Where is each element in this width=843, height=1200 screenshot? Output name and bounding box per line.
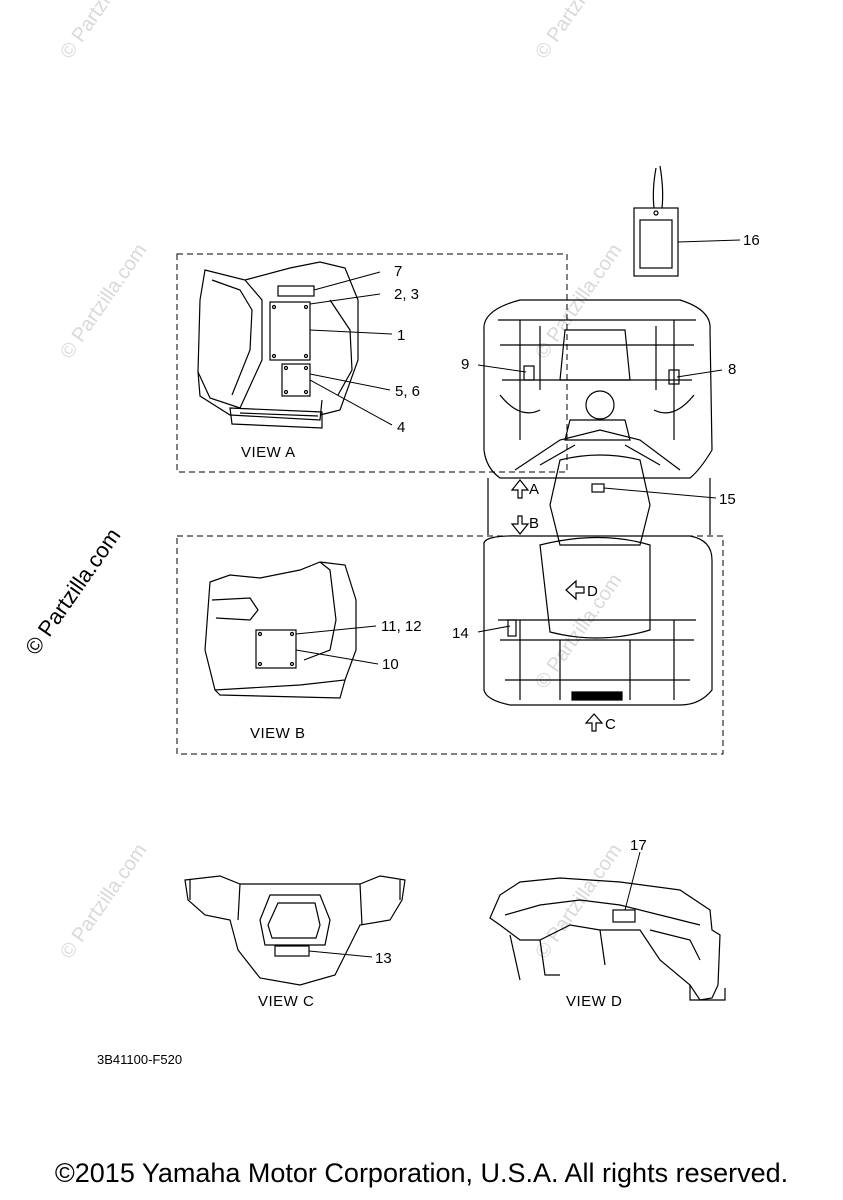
- arrow-letters: A B C D: [529, 481, 616, 733]
- callout-11-12: 11, 12: [381, 618, 422, 635]
- callout-7: 7: [394, 263, 402, 280]
- part-callouts: 7 2, 3 1 5, 6 4 9 8 16 15 11, 12 10 14 1…: [375, 232, 760, 967]
- watermark-text: © Partzilla.com: [56, 0, 151, 63]
- view-c-drawing: [184, 875, 406, 986]
- main-leaders: [477, 239, 741, 633]
- callout-5-6: 5, 6: [395, 383, 420, 400]
- view-c-leaders: [308, 950, 373, 958]
- view-b-frame: [176, 535, 724, 755]
- arrow-label-d: D: [587, 583, 598, 600]
- view-d-title: VIEW D: [566, 993, 622, 1010]
- watermark-text: © Partzilla.com: [531, 840, 626, 963]
- watermark-text: © Partzilla.com: [531, 0, 626, 63]
- arrow-label-a: A: [529, 481, 539, 498]
- callout-2-3: 2, 3: [394, 286, 419, 303]
- callout-14: 14: [452, 625, 469, 642]
- view-a-drawing: [197, 261, 359, 429]
- arrow-b-icon: [510, 515, 530, 535]
- view-b-leaders: [295, 625, 379, 665]
- watermark-text: © Partzilla.com: [56, 840, 151, 963]
- callout-8: 8: [728, 361, 736, 378]
- arrow-c-icon: [584, 713, 604, 732]
- callout-9: 9: [461, 356, 469, 373]
- drawing-code: 3B41100-F520: [97, 1052, 182, 1067]
- callout-15: 15: [719, 491, 736, 508]
- view-b-title: VIEW B: [250, 725, 306, 742]
- arrow-label-c: C: [605, 716, 616, 733]
- view-b-drawing: [204, 561, 357, 699]
- callout-1: 1: [397, 327, 405, 344]
- hang-tag-drawing: [633, 165, 679, 277]
- view-a-frame: [176, 253, 568, 473]
- arrow-d-icon: [565, 579, 585, 601]
- view-c-title: VIEW C: [258, 993, 314, 1010]
- callout-17: 17: [630, 837, 647, 854]
- copyright-notice: ©2015 Yamaha Motor Corporation, U.S.A. A…: [54, 1158, 789, 1188]
- atv-top-view: [483, 299, 713, 706]
- view-d-drawing: [489, 877, 726, 1001]
- arrow-label-b: B: [529, 515, 539, 532]
- callout-10: 10: [382, 656, 399, 673]
- arrow-a-icon: [510, 479, 530, 499]
- callout-16: 16: [743, 232, 760, 249]
- watermark-text: © Partzilla.com: [56, 240, 151, 363]
- callout-4: 4: [397, 419, 405, 436]
- view-a-title: VIEW A: [241, 444, 296, 461]
- view-arrows: [510, 479, 604, 732]
- view-d-leaders: [624, 851, 641, 911]
- view-a-leaders: [309, 271, 393, 426]
- callout-13: 13: [375, 950, 392, 967]
- watermark-layer: © Partzilla.com © Partzilla.com © Partzi…: [56, 0, 626, 963]
